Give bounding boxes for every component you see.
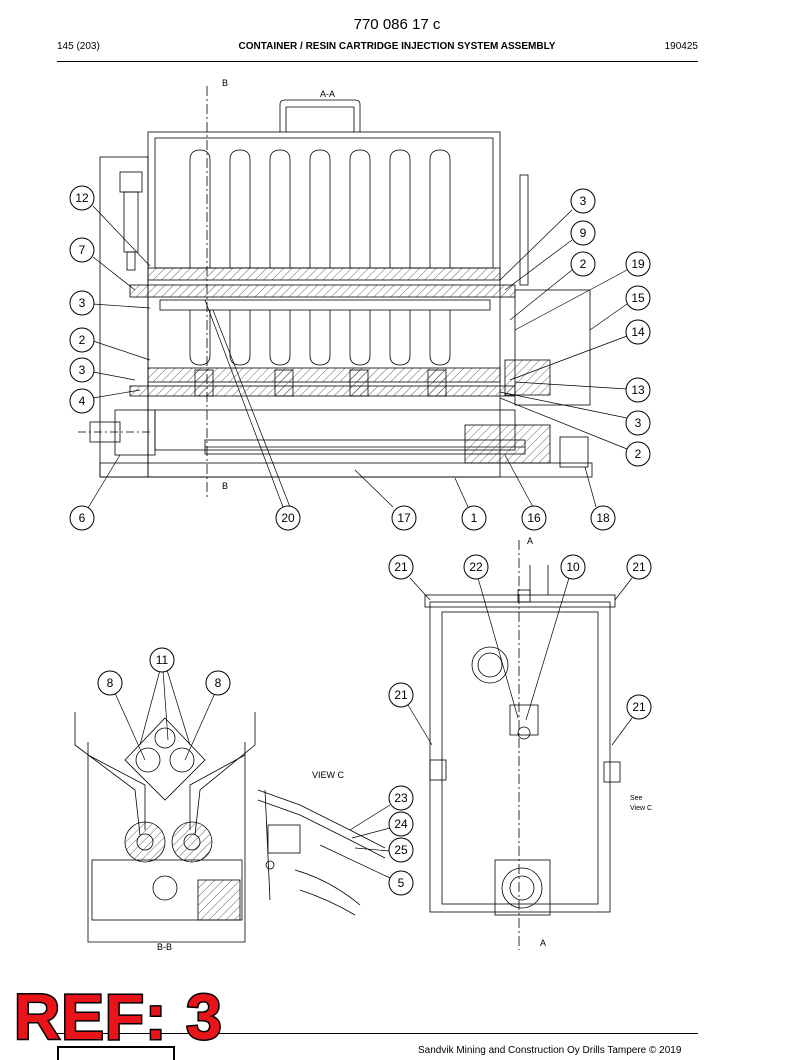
svg-text:12: 12 <box>75 191 89 205</box>
svg-text:3: 3 <box>580 194 587 208</box>
section-aa-view: A-A B B <box>78 78 628 509</box>
callout-3a: 3 <box>570 188 596 214</box>
cut-b-bottom: B <box>222 481 228 491</box>
callout-16: 16 <box>521 505 547 531</box>
cut-a-bottom: A <box>540 938 546 948</box>
callout-10: 10 <box>560 554 586 580</box>
callout-2c: 2 <box>625 441 651 467</box>
cut-b-top: B <box>222 78 228 88</box>
callout-6: 6 <box>69 505 95 531</box>
callout-21b: 21 <box>626 554 652 580</box>
callout-23: 23 <box>388 785 414 811</box>
callout-21a: 21 <box>388 554 414 580</box>
callout-12: 12 <box>69 185 95 211</box>
callout-21c: 21 <box>388 682 414 708</box>
svg-text:6: 6 <box>79 511 86 525</box>
document-code: 190425 <box>664 41 698 52</box>
svg-text:21: 21 <box>632 560 646 574</box>
see-view-c-2: View C <box>630 805 652 812</box>
svg-text:22: 22 <box>469 560 483 574</box>
svg-text:9: 9 <box>580 226 587 240</box>
svg-text:8: 8 <box>215 676 222 690</box>
callout-21d: 21 <box>626 694 652 720</box>
svg-text:13: 13 <box>631 383 645 397</box>
view-c-label: VIEW C <box>312 770 345 780</box>
callout-19: 19 <box>625 251 651 277</box>
svg-text:16: 16 <box>527 511 541 525</box>
view-c: VIEW C <box>257 770 391 916</box>
svg-text:18: 18 <box>596 511 610 525</box>
svg-text:15: 15 <box>631 291 645 305</box>
callout-balloons: 12 3 9 7 2 19 15 3 2 14 3 4 13 3 2 6 20 … <box>69 185 652 896</box>
callout-18: 18 <box>590 505 616 531</box>
svg-text:20: 20 <box>281 511 295 525</box>
svg-text:3: 3 <box>79 296 86 310</box>
page-number: 145 (203) <box>57 41 100 52</box>
callout-15: 15 <box>625 285 651 311</box>
svg-text:19: 19 <box>631 257 645 271</box>
callout-4: 4 <box>69 388 95 414</box>
header-rule <box>57 61 698 62</box>
callout-8b: 8 <box>205 670 231 696</box>
callout-2b: 2 <box>69 327 95 353</box>
svg-text:21: 21 <box>394 560 408 574</box>
callout-24: 24 <box>388 811 414 837</box>
section-bb-label: B-B <box>157 942 172 952</box>
ref-stamp: REF: 3 <box>13 981 224 1053</box>
svg-text:2: 2 <box>580 257 587 271</box>
svg-text:21: 21 <box>394 688 408 702</box>
svg-text:3: 3 <box>79 363 86 377</box>
svg-text:21: 21 <box>632 700 646 714</box>
callout-25: 25 <box>388 837 414 863</box>
callout-14: 14 <box>625 319 651 345</box>
see-view-c-1: See <box>630 795 643 802</box>
cut-a-top: A <box>527 536 533 546</box>
callout-20: 20 <box>275 505 301 531</box>
document-number: 770 086 17 c <box>353 16 441 33</box>
svg-text:8: 8 <box>107 676 114 690</box>
page-title: CONTAINER / RESIN CARTRIDGE INJECTION SY… <box>238 41 556 52</box>
svg-text:7: 7 <box>79 243 86 257</box>
svg-text:25: 25 <box>394 843 408 857</box>
callout-3d: 3 <box>625 410 651 436</box>
section-bb-view: B-B <box>74 669 256 952</box>
callout-17: 17 <box>391 505 417 531</box>
svg-text:14: 14 <box>631 325 645 339</box>
callout-9: 9 <box>570 220 596 246</box>
section-aa-label: A-A <box>320 89 335 99</box>
footer-copyright: Sandvik Mining and Construction Oy Drill… <box>418 1045 682 1056</box>
svg-text:10: 10 <box>566 560 580 574</box>
svg-text:2: 2 <box>79 333 86 347</box>
svg-text:23: 23 <box>394 791 408 805</box>
top-view: A A See View C <box>407 536 652 950</box>
callout-3b: 3 <box>69 290 95 316</box>
callout-13: 13 <box>625 377 651 403</box>
svg-text:4: 4 <box>79 394 86 408</box>
svg-text:3: 3 <box>635 416 642 430</box>
svg-text:1: 1 <box>471 511 478 525</box>
callout-3c: 3 <box>69 357 95 383</box>
callout-11: 11 <box>149 647 175 673</box>
footer-rule <box>57 1033 698 1034</box>
callout-22: 22 <box>463 554 489 580</box>
callout-8a: 8 <box>97 670 123 696</box>
svg-text:24: 24 <box>394 817 408 831</box>
svg-text:5: 5 <box>398 876 405 890</box>
svg-text:2: 2 <box>635 447 642 461</box>
callout-1: 1 <box>461 505 487 531</box>
callout-7: 7 <box>69 237 95 263</box>
svg-text:17: 17 <box>397 511 411 525</box>
callout-2a: 2 <box>570 251 596 277</box>
svg-text:11: 11 <box>156 653 169 667</box>
callout-5: 5 <box>388 870 414 896</box>
